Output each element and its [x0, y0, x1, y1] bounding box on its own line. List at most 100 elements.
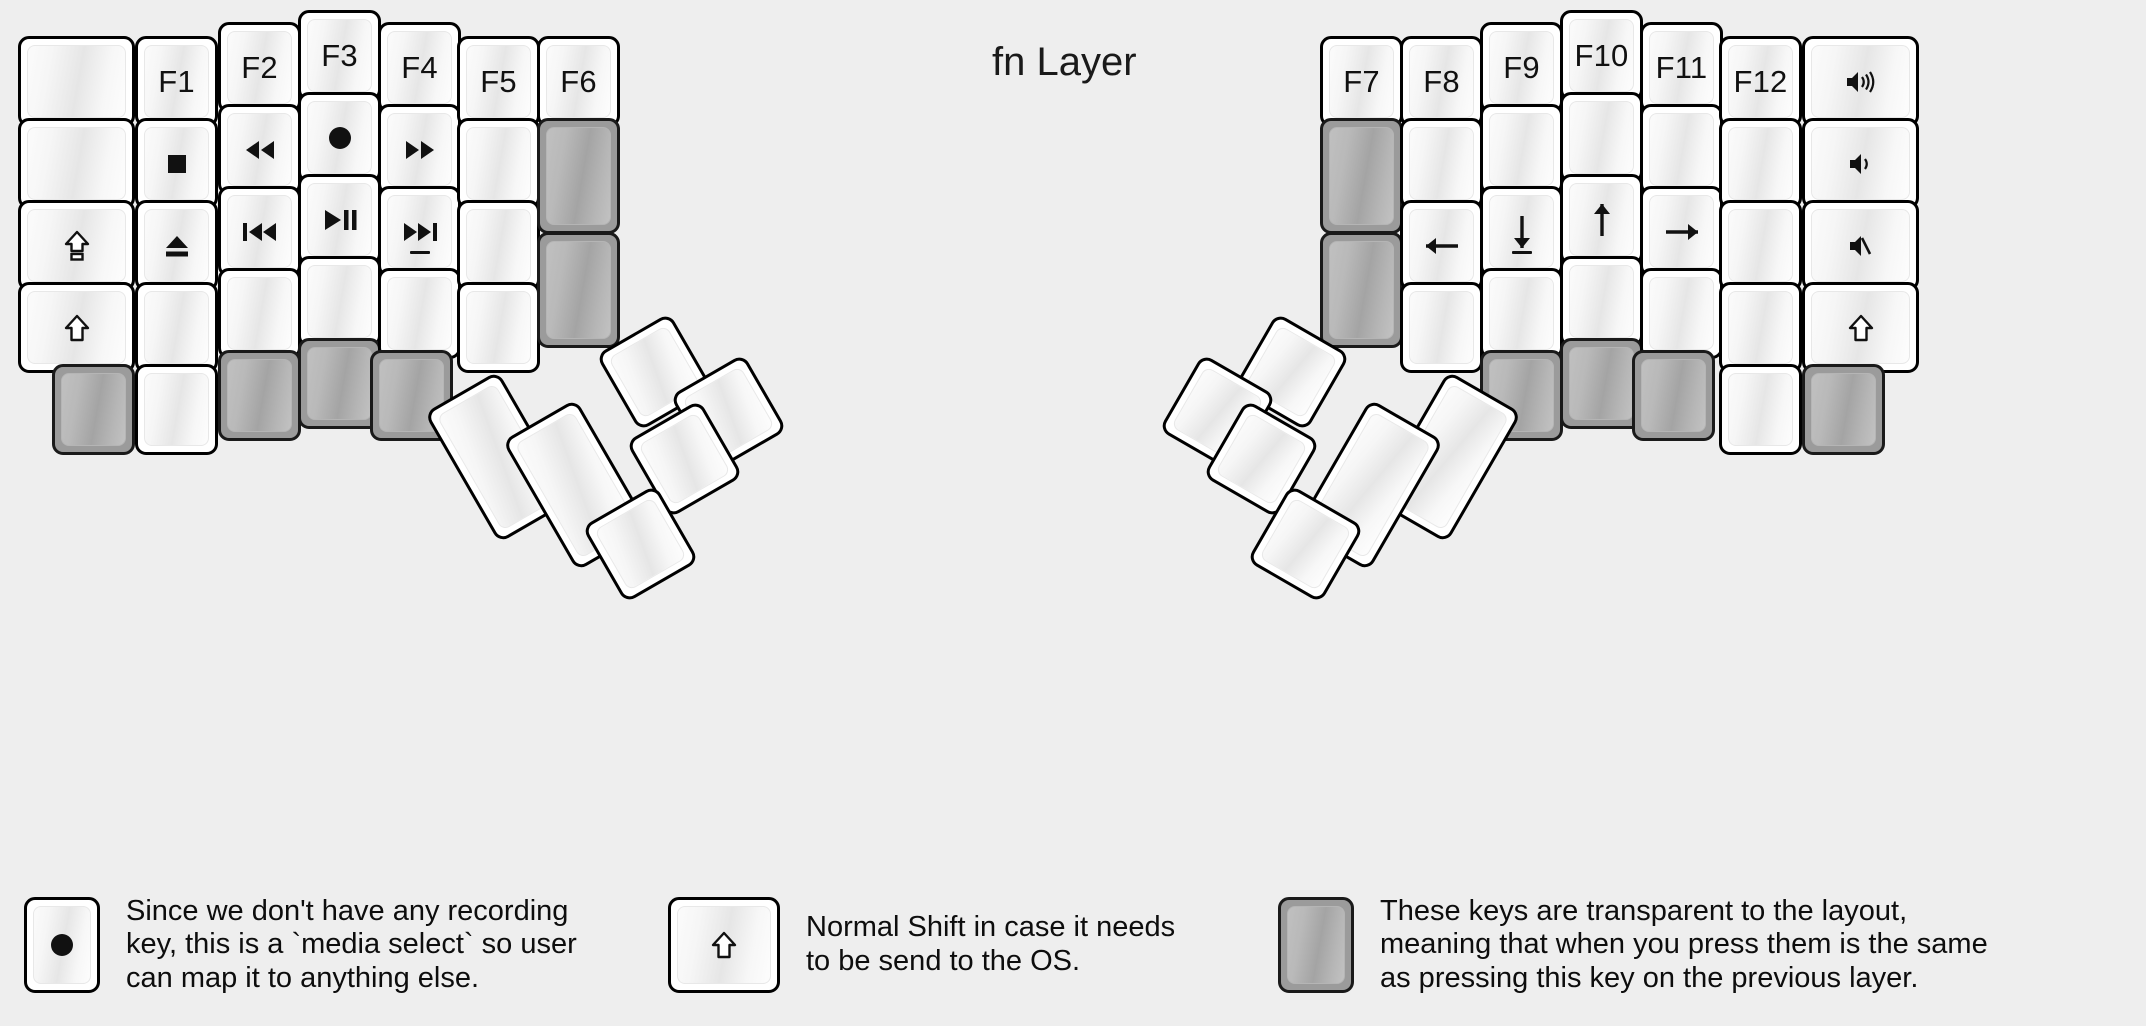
key-label: F5	[480, 64, 517, 99]
keycap-face	[61, 373, 126, 446]
key-right-c4-r1-f10[interactable]: F10	[1560, 10, 1643, 101]
key-label: F7	[1343, 64, 1380, 99]
key-right-c4-r5-transparent[interactable]	[1560, 338, 1643, 429]
keycap-face: F1	[144, 45, 209, 118]
key-left-c3-r2-rewind[interactable]	[218, 104, 301, 195]
key-left-c1-r2[interactable]	[18, 118, 135, 209]
key-right-c2-r1-f8[interactable]: F8	[1400, 36, 1483, 127]
key-left-c4-r1-f3[interactable]: F3	[298, 10, 381, 101]
key-right-c6-r3[interactable]	[1719, 200, 1802, 291]
keycap-face	[1409, 209, 1474, 282]
key-left-c7-r2-transparent[interactable]	[537, 118, 620, 234]
key-left-c2-r3-eject[interactable]	[135, 200, 218, 291]
keycap-face	[677, 906, 771, 984]
keycap-face	[387, 195, 452, 268]
keycap-face: F11	[1649, 31, 1714, 104]
key-left-c1-r1[interactable]	[18, 36, 135, 127]
keycap-face	[1569, 265, 1634, 338]
key-right-c2-r3-arrow-left[interactable]	[1400, 200, 1483, 291]
key-right-c2-r4[interactable]	[1400, 282, 1483, 373]
key-right-c4-r2[interactable]	[1560, 92, 1643, 183]
keycap-face	[307, 347, 372, 420]
key-right-c1-r3-transparent[interactable]	[1320, 232, 1403, 348]
home-row-indicator	[1511, 251, 1532, 254]
keycap-face	[1329, 241, 1394, 339]
keycap-face: F4	[387, 31, 452, 104]
key-left-c4-r3-play-pause[interactable]	[298, 174, 381, 265]
key-left-c3-r1-f2[interactable]: F2	[218, 22, 301, 113]
keycap-face: F7	[1329, 45, 1394, 118]
key-left-c6-r4[interactable]	[457, 282, 540, 373]
key-right-c7-r2-volume-down[interactable]	[1802, 118, 1919, 209]
key-right-c6-r5[interactable]	[1719, 364, 1802, 455]
key-left-c1-r4-shift[interactable]	[18, 282, 135, 373]
keycap-face	[466, 291, 531, 364]
keycap-face	[1728, 209, 1793, 282]
key-right-c7-r4-shift[interactable]	[1802, 282, 1919, 373]
key-label: F1	[158, 64, 195, 99]
key-right-c1-r1-f7[interactable]: F7	[1320, 36, 1403, 127]
key-left-c2-r1-f1[interactable]: F1	[135, 36, 218, 127]
key-left-c7-r3-transparent[interactable]	[537, 232, 620, 348]
key-right-c5-r1-f11[interactable]: F11	[1640, 22, 1723, 113]
key-right-c7-r5-transparent[interactable]	[1802, 364, 1885, 455]
key-left-c5-r1-f4[interactable]: F4	[378, 22, 461, 113]
key-right-c3-r4[interactable]	[1480, 268, 1563, 359]
key-left-c2-r2-stop[interactable]	[135, 118, 218, 209]
key-right-c7-r3-volume-mute[interactable]	[1802, 200, 1919, 291]
key-right-c4-r4[interactable]	[1560, 256, 1643, 347]
key-left-c3-r5-transparent[interactable]	[218, 350, 301, 441]
key-left-c7-r1-f6[interactable]: F6	[537, 36, 620, 127]
key-left-c3-r4[interactable]	[218, 268, 301, 359]
key-left-c1-r5-transparent[interactable]	[52, 364, 135, 455]
legend-footer-area	[8, 872, 2138, 1018]
key-left-c2-r4[interactable]	[135, 282, 218, 373]
key-right-c6-r2[interactable]	[1719, 118, 1802, 209]
key-right-c5-r5-transparent[interactable]	[1632, 350, 1715, 441]
key-left-c6-r3[interactable]	[457, 200, 540, 291]
keycap-face	[1569, 101, 1634, 174]
keycap-face	[1569, 183, 1634, 256]
keycap-face	[1649, 277, 1714, 350]
key-right-c4-r3-arrow-up[interactable]	[1560, 174, 1643, 265]
key-left-c4-r4[interactable]	[298, 256, 381, 347]
key-right-c2-r2[interactable]	[1400, 118, 1483, 209]
arrow-up-icon	[1590, 200, 1614, 240]
key-left-c2-r5[interactable]	[135, 364, 218, 455]
arrow-left-icon	[1422, 234, 1462, 258]
legend-key-shift	[668, 897, 780, 993]
key-left-c1-r3-capslock[interactable]	[18, 200, 135, 291]
key-left-c6-r2[interactable]	[457, 118, 540, 209]
key-left-c3-r3-prev-track[interactable]	[218, 186, 301, 277]
key-left-c6-r1-f5[interactable]: F5	[457, 36, 540, 127]
key-right-c3-r3-arrow-down[interactable]	[1480, 186, 1563, 277]
key-right-c5-r4[interactable]	[1640, 268, 1723, 359]
keycap-face	[1811, 291, 1910, 364]
keycap-face	[1649, 113, 1714, 186]
home-row-indicator	[409, 251, 430, 254]
key-right-c3-r2[interactable]	[1480, 104, 1563, 195]
key-left-c5-r4[interactable]	[378, 268, 461, 359]
shift-icon	[64, 313, 90, 343]
keycap-face	[144, 291, 209, 364]
key-left-c5-r2-fast-forward[interactable]	[378, 104, 461, 195]
key-left-c4-r2-record[interactable]	[298, 92, 381, 183]
keycap-face	[1641, 359, 1706, 432]
key-left-c4-r5-transparent[interactable]	[298, 338, 381, 429]
keycap-face	[1287, 906, 1345, 984]
keycap-face	[1728, 373, 1793, 446]
key-right-c6-r1-f12[interactable]: F12	[1719, 36, 1802, 127]
key-right-c3-r1-f9[interactable]: F9	[1480, 22, 1563, 113]
shift-icon	[1848, 313, 1874, 343]
keycap-face: F8	[1409, 45, 1474, 118]
page-title: fn Layer	[992, 40, 1137, 84]
key-right-c7-r1-volume-up[interactable]	[1802, 36, 1919, 127]
key-right-c6-r4[interactable]	[1719, 282, 1802, 373]
key-right-c5-r2[interactable]	[1640, 104, 1723, 195]
keycap-face: F5	[466, 45, 531, 118]
key-right-c1-r2-transparent[interactable]	[1320, 118, 1403, 234]
key-left-c5-r3-next-track[interactable]	[378, 186, 461, 277]
keycap-face: F2	[227, 31, 292, 104]
keycap-face: F9	[1489, 31, 1554, 104]
key-right-c5-r3-arrow-right[interactable]	[1640, 186, 1723, 277]
